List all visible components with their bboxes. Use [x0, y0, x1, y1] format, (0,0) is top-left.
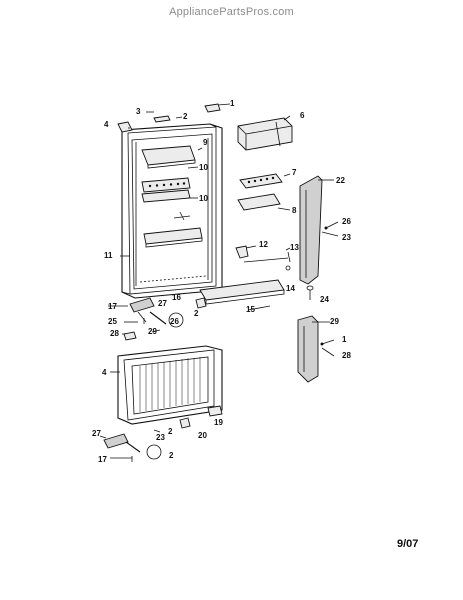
- callout-label: 4: [102, 368, 107, 377]
- callout-label: 20: [198, 431, 207, 440]
- callout-label: 1: [342, 335, 347, 344]
- callout-label: 8: [292, 206, 297, 215]
- callout-label: 26: [170, 317, 179, 326]
- callout-label: 23: [342, 233, 351, 242]
- callout-label: 24: [320, 295, 329, 304]
- callout-label: 9: [203, 138, 208, 147]
- callout-label: 11: [104, 251, 113, 260]
- egg-tray: [239, 173, 283, 189]
- callout-label: 17: [98, 455, 107, 464]
- revision-date: 9/07: [397, 538, 419, 550]
- watermark-text: AppliancePartsPros.com: [169, 6, 294, 18]
- callout-label: 10: [199, 194, 208, 203]
- callout-label: 1: [230, 99, 235, 108]
- door-tray: [237, 193, 281, 211]
- spacer: [306, 285, 314, 300]
- callout-label: 23: [156, 433, 165, 442]
- callout-labels: 1 2 3 4 6 7 8 9 10 10 11 12 13 14 15 16 …: [92, 99, 351, 464]
- callout-label: 13: [290, 243, 299, 252]
- callout-label: 2: [183, 112, 188, 121]
- door-side-rail-lower: [297, 315, 324, 383]
- bottom-door-bin: [199, 279, 285, 305]
- callout-label: 26: [342, 217, 351, 226]
- callout-label: 16: [172, 293, 181, 302]
- callout-label: 12: [259, 240, 268, 249]
- lower-door-assembly: [117, 345, 223, 425]
- callout-label: 27: [158, 299, 167, 308]
- door-side-rail-upper: [299, 175, 328, 285]
- callout-label: 7: [292, 168, 297, 177]
- callout-label: 29: [330, 317, 339, 326]
- callout-label: 10: [199, 163, 208, 172]
- bottom-hinge-cluster: [103, 433, 162, 462]
- upper-lower-hinge-cluster: [129, 297, 207, 328]
- callout-label: 28: [342, 351, 351, 360]
- callout-label: 2: [194, 309, 199, 318]
- callout-label: 2: [168, 427, 173, 436]
- callout-label: 25: [108, 317, 117, 326]
- callout-label: 4: [104, 120, 109, 129]
- upper-door-assembly: [121, 123, 223, 299]
- lower-door-hardware: [123, 331, 223, 429]
- callout-label: 3: [136, 107, 141, 116]
- callout-label: 19: [214, 418, 223, 427]
- callout-label: 14: [286, 284, 295, 293]
- shelf-hardware: [235, 245, 291, 271]
- callout-label: 28: [110, 329, 119, 338]
- callout-label: 2: [169, 451, 174, 460]
- leader-lines: [99, 103, 339, 459]
- callout-label: 22: [336, 176, 345, 185]
- dairy-bin: [237, 117, 293, 151]
- callout-label: 15: [246, 305, 255, 314]
- callout-label: 6: [300, 111, 305, 120]
- upper-hinge-parts: [117, 103, 221, 133]
- callout-label: 27: [92, 429, 101, 438]
- callout-label: 17: [108, 302, 117, 311]
- callout-label: 29: [148, 327, 157, 336]
